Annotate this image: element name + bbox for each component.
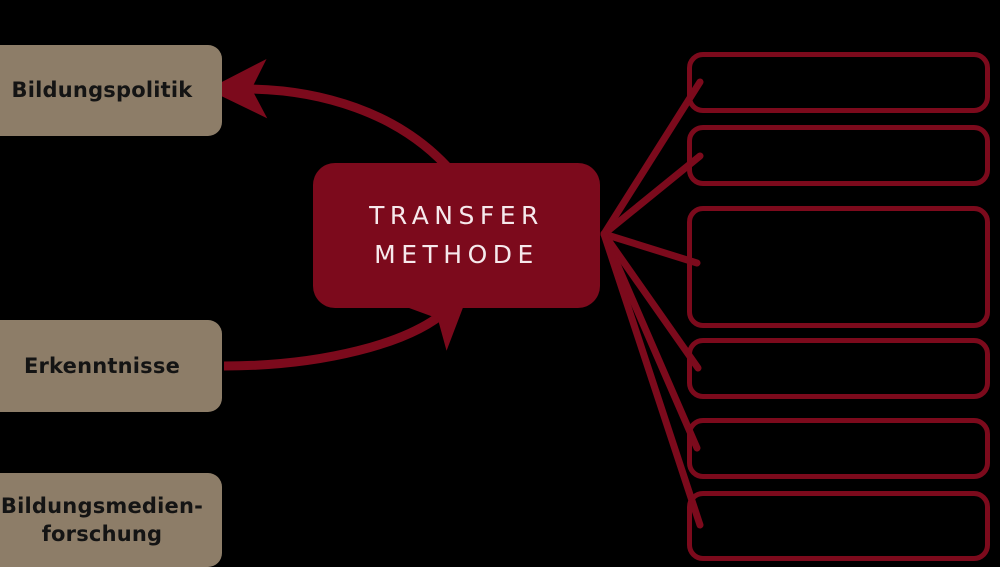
target-node-1[interactable] xyxy=(687,52,990,113)
central-node-label: TRANSFER METHODE xyxy=(369,200,544,269)
source-node-bildungspolitik[interactable]: Bildungspolitik xyxy=(0,45,222,136)
curved-arrow-to-bildungspolitik xyxy=(207,58,456,175)
target-node-4[interactable] xyxy=(687,338,990,399)
connector-to-target-4 xyxy=(600,230,702,372)
connector-to-target-5 xyxy=(600,230,701,452)
source-node-bildungspolitik-label: Bildungspolitik xyxy=(11,78,193,103)
curved-arrow-from-erkenntnisse xyxy=(223,288,471,371)
connector-to-target-3 xyxy=(600,230,701,267)
target-node-5[interactable] xyxy=(687,418,990,479)
target-node-2[interactable] xyxy=(687,125,990,186)
connector-to-target-1 xyxy=(600,78,704,238)
source-node-bildungsmedienforschung[interactable]: Bildungsmedien- forschung xyxy=(0,473,222,567)
source-node-erkenntnisse[interactable]: Erkenntnisse xyxy=(0,320,222,412)
connector-to-target-6 xyxy=(600,230,704,529)
fan-connectors xyxy=(600,78,704,529)
connector-to-target-2 xyxy=(600,152,704,238)
target-node-6[interactable] xyxy=(687,491,990,561)
central-node-transfer-methode[interactable]: TRANSFER METHODE xyxy=(313,163,600,308)
source-node-erkenntnisse-label: Erkenntnisse xyxy=(23,353,181,378)
target-node-3[interactable] xyxy=(687,206,990,328)
source-node-bildungsmedienforschung-label: Bildungsmedien- forschung xyxy=(0,493,204,546)
